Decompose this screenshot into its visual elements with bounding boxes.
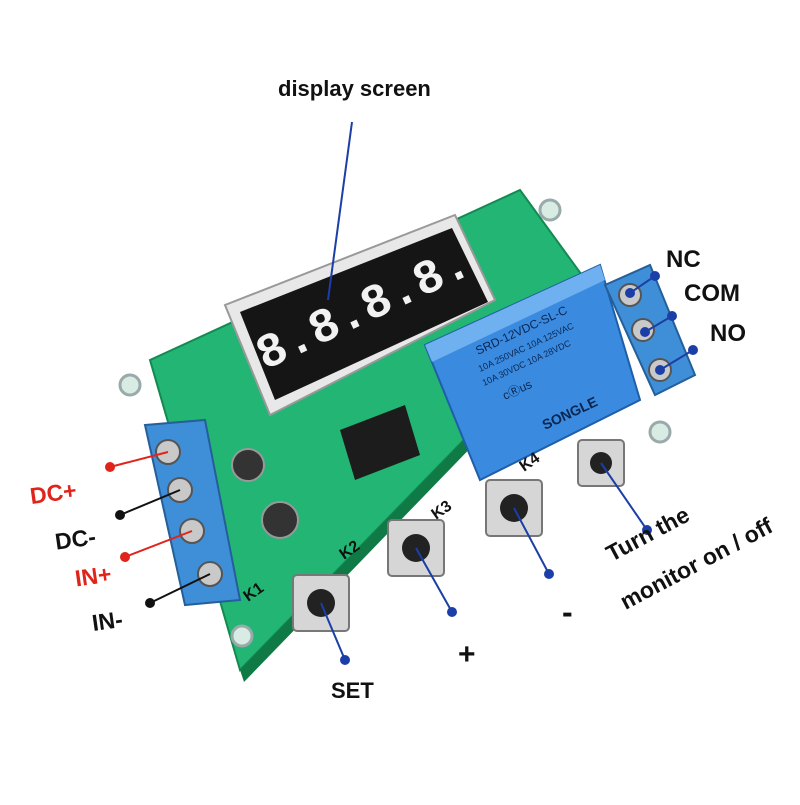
label-set: SET bbox=[331, 678, 374, 703]
mounting-holes bbox=[118, 198, 672, 648]
label-com: COM bbox=[684, 280, 740, 307]
label-dc-minus: DC- bbox=[53, 523, 98, 555]
label-minus: - bbox=[562, 594, 573, 630]
push-buttons bbox=[292, 439, 625, 632]
input-terminal-block bbox=[143, 418, 242, 607]
label-plus: + bbox=[458, 638, 476, 671]
label-display-screen: display screen bbox=[278, 76, 431, 101]
led-display bbox=[223, 213, 497, 417]
relay bbox=[423, 263, 642, 482]
label-no: NO bbox=[710, 320, 746, 347]
label-nc: NC bbox=[666, 246, 701, 273]
pointer-lines bbox=[109, 121, 694, 661]
ic-chip bbox=[340, 405, 420, 480]
label-in-minus: IN- bbox=[90, 605, 125, 637]
label-in-plus: IN+ bbox=[73, 560, 113, 592]
pointer-dots bbox=[105, 271, 698, 665]
capacitors bbox=[231, 448, 299, 539]
